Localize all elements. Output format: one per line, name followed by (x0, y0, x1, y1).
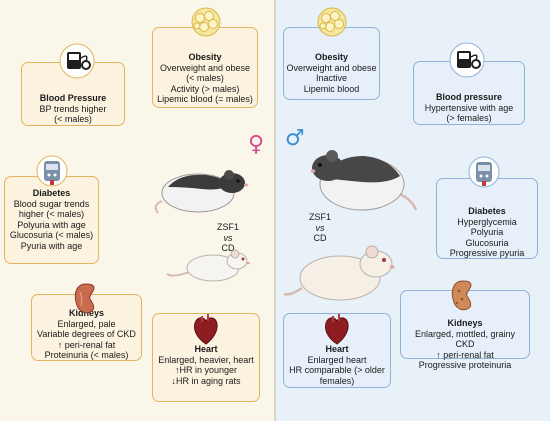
female-symbol: ♀ (248, 132, 265, 157)
male-heart-title: Heart (325, 344, 349, 354)
heart-icon (325, 314, 349, 345)
female-diabetes-line: Blood sugar trends (13, 198, 90, 209)
female-obesity-line: (< males) (186, 73, 224, 83)
male-diabetes-card: Diabetes Hyperglycemia Polyuria Glucosur… (436, 178, 538, 259)
female-kidneys-line: ↑ peri-renal fat (57, 339, 116, 350)
male-kidneys-title: Kidneys (447, 318, 483, 328)
female-heart-line: ↓HR in aging rats (171, 375, 241, 386)
female-vs-label: vs (223, 232, 233, 243)
female-diabetes-line: Glucosuria (< males) (9, 230, 94, 240)
cd-rat-icon (166, 249, 250, 282)
male-zsf1-label: ZSF1 (308, 212, 331, 222)
male-diabetes-line: Hyperglycemia (457, 216, 517, 227)
blood-pressure-monitor-icon (59, 43, 95, 79)
blood-pressure-monitor-icon (449, 42, 485, 78)
panel-divider (274, 0, 276, 421)
male-vs-label: vs (315, 222, 325, 233)
female-rat-label: ZSF1 vs CD (208, 222, 248, 254)
female-obesity-line: Overweight and obese (159, 62, 251, 73)
glucometer-icon (468, 156, 500, 188)
glucometer-icon (36, 155, 68, 187)
female-obesity-title: Obesity (188, 52, 222, 62)
male-heart-line: HR comparable (> older (289, 365, 385, 375)
female-kidneys-line: Enlarged, pale (57, 318, 116, 329)
female-heart-line: Enlarged, heavier, heart (158, 354, 254, 365)
male-diabetes-title: Diabetes (468, 206, 506, 216)
male-kidneys-line: CKD (455, 339, 475, 349)
male-blood-pressure-line: (> females) (446, 113, 492, 123)
female-heart-line: ↑HR in younger (174, 365, 238, 375)
female-diabetes-line: higher (< males) (18, 209, 85, 219)
female-cd-label: CD (221, 243, 235, 253)
female-obesity-line: Activity (> males) (170, 83, 240, 94)
male-rat-label: ZSF1 vs CD (300, 212, 340, 244)
male-obesity-title: Obesity (314, 52, 348, 62)
zsf1-rat-icon (154, 170, 248, 214)
male-kidneys-line: Enlarged, mottled, grainy (414, 328, 516, 339)
male-blood-pressure-title: Blood pressure (435, 92, 502, 102)
fat-cells-icon (317, 7, 347, 37)
kidney-icon (74, 283, 95, 314)
male-heart-line: females) (319, 375, 355, 386)
female-obesity-line: Lipemic blood (= males) (157, 94, 253, 104)
female-kidneys-line: Variable degrees of CKD (37, 329, 136, 339)
female-diabetes-title: Diabetes (32, 188, 71, 198)
female-diabetes-line: Polyuria with age (17, 219, 86, 230)
female-kidneys-line: Proteinuria (< males) (44, 350, 129, 360)
zsf1-rat-icon (310, 150, 418, 211)
male-blood-pressure-line: Hypertensive with age (424, 102, 514, 113)
fat-cells-icon (191, 7, 221, 37)
male-diabetes-line: Polyuria (470, 227, 504, 237)
male-symbol: ♂ (285, 126, 305, 151)
female-zsf1-label: ZSF1 (216, 222, 239, 232)
male-kidneys-line: Progressive proteinuria (418, 360, 512, 370)
male-kidneys-line: ↑ peri-renal fat (436, 349, 494, 360)
female-heart-card: Heart Enlarged, heavier, heart ↑HR in yo… (152, 313, 260, 402)
male-obesity-line: Inactive (315, 73, 348, 83)
cd-rat-icon (283, 245, 395, 301)
male-obesity-card: Obesity Overweight and obese Inactive Li… (283, 27, 380, 100)
female-obesity-card: Obesity Overweight and obese (< males) A… (152, 27, 258, 108)
male-diabetes-line: Progressive pyuria (449, 248, 525, 258)
male-obesity-line: Overweight and obese (286, 62, 377, 73)
male-diabetes-line: Glucosuria (465, 237, 509, 248)
male-heart-card: Heart Enlarged heart HR comparable (> ol… (283, 313, 391, 388)
male-obesity-line: Lipemic blood (303, 83, 360, 94)
female-heart-title: Heart (194, 344, 218, 354)
male-cd-label: CD (313, 233, 327, 243)
heart-icon (194, 314, 218, 345)
female-blood-pressure-title: Blood Pressure (39, 93, 107, 103)
female-diabetes-line: Pyuria with age (20, 240, 83, 251)
female-diabetes-card: Diabetes Blood sugar trends higher (< ma… (4, 176, 99, 264)
female-blood-pressure-line: (< males) (54, 114, 92, 124)
female-blood-pressure-line: BP trends higher (39, 103, 107, 114)
male-heart-line: Enlarged heart (307, 354, 367, 365)
kidney-icon (451, 280, 472, 311)
